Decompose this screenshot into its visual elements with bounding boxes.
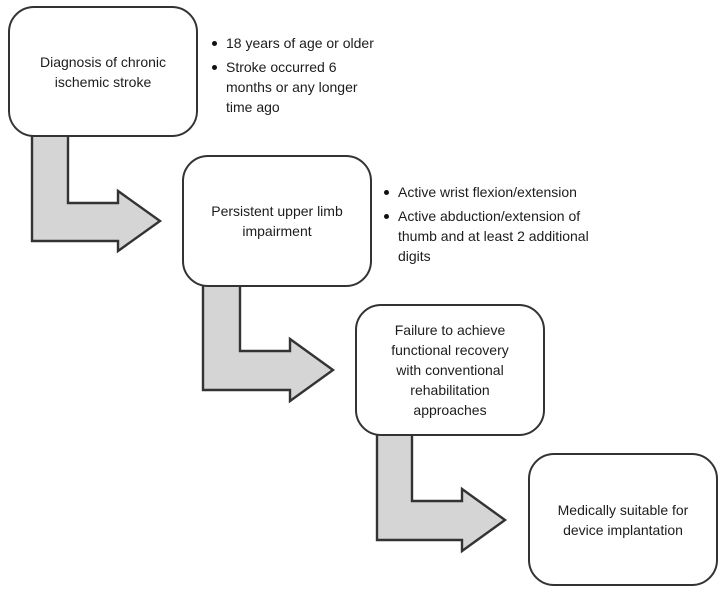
flow-step-4: Medically suitable for device implantati… — [528, 453, 718, 586]
criteria-item: Active wrist flexion/extension — [384, 182, 596, 202]
flow-step-2: Persistent upper limb impairment — [182, 155, 372, 287]
criteria-item: 18 years of age or older — [212, 33, 378, 53]
bullet-icon — [384, 214, 389, 219]
connector-arrow-2 — [201, 281, 336, 404]
flow-step-1: Diagnosis of chronic ischemic stroke — [8, 6, 198, 137]
criteria-item: Active abduction/extension of thumb and … — [384, 206, 596, 266]
connector-arrow-3 — [375, 430, 508, 554]
criteria-group-step-2: Active wrist flexion/extension Active ab… — [384, 182, 596, 270]
connector-arrow-1 — [30, 132, 163, 254]
flow-step-2-label: Persistent upper limb impairment — [211, 203, 343, 239]
flow-step-1-label: Diagnosis of chronic ischemic stroke — [39, 53, 167, 90]
criteria-text: Active abduction/extension of thumb and … — [398, 208, 589, 264]
bullet-icon — [384, 190, 389, 195]
criteria-text: Stroke occurred 6 months or any longer t… — [226, 59, 358, 115]
flow-step-3: Failure to achieve functional recovery w… — [355, 304, 545, 436]
criteria-text: 18 years of age or older — [226, 35, 374, 51]
flow-step-4-label: Medically suitable for device implantati… — [557, 501, 689, 538]
bullet-icon — [212, 41, 217, 46]
criteria-item: Stroke occurred 6 months or any longer t… — [212, 57, 378, 117]
criteria-text: Active wrist flexion/extension — [398, 184, 577, 200]
bullet-icon — [212, 65, 217, 70]
criteria-group-step-1: 18 years of age or older Stroke occurred… — [212, 33, 378, 121]
flow-step-3-label: Failure to achieve functional recovery w… — [391, 322, 509, 418]
